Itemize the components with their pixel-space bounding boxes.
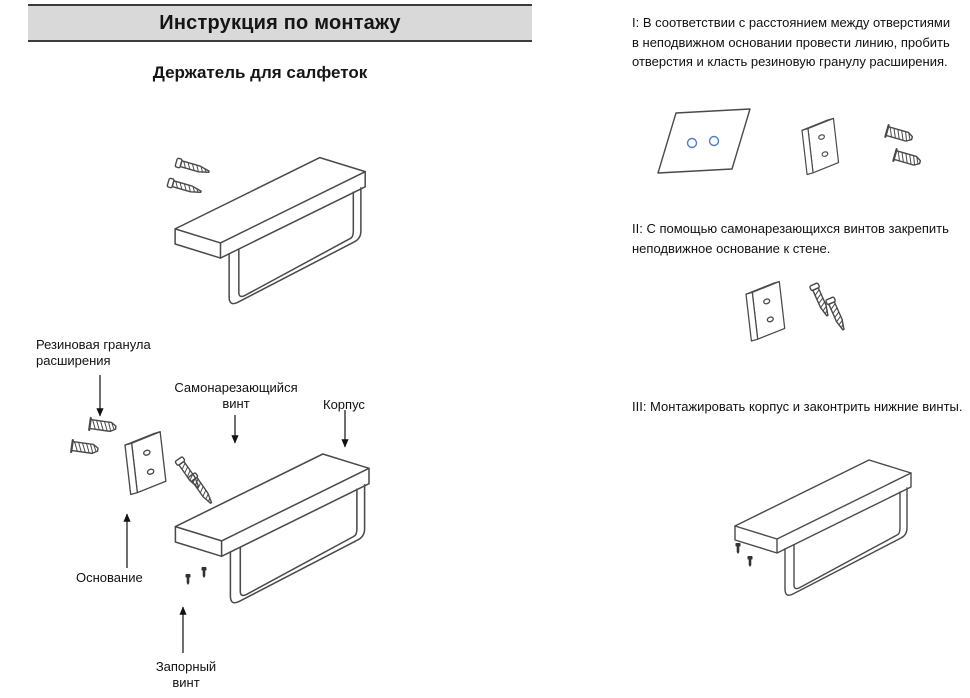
part-label-body: Корпус [323, 397, 365, 412]
part-label-dowel: Резиновая гранула расширения [36, 337, 151, 369]
hole-mark-icon [708, 135, 720, 147]
base-plate-icon [801, 117, 840, 176]
dowel-icon [884, 124, 915, 146]
screw-icon [187, 471, 216, 507]
dowel-icon [88, 416, 118, 435]
page-title: Инструкция по монтажу [159, 11, 401, 34]
lock-screw-icon [185, 574, 191, 585]
hole-mark-icon [686, 137, 698, 149]
base-plate-icon [124, 431, 167, 496]
screw-icon [824, 295, 849, 333]
header-bar: Инструкция по монтажу [28, 4, 532, 42]
step-3-drawing [734, 459, 912, 596]
wall-marking-icon [657, 108, 751, 174]
step-2-drawing [745, 280, 849, 342]
step-1-drawing [657, 108, 923, 176]
lock-screw-icon [201, 567, 207, 578]
screw-icon [808, 281, 833, 319]
napkin-holder-icon [174, 453, 370, 604]
dowel-icon [892, 148, 923, 170]
part-label-base: Основание [76, 570, 143, 585]
exploded-view-drawing [70, 375, 370, 653]
napkin-holder-icon [734, 459, 912, 596]
assembled-view-drawing [166, 156, 366, 305]
step-1-text: I: В соответствии с расстоянием между от… [632, 15, 951, 69]
screw-icon [174, 455, 203, 491]
screw-icon [174, 157, 211, 177]
step-3-text: III: Монтажировать корпус и законтрить н… [632, 399, 963, 414]
part-label-screw: Самонарезающийся винт [174, 380, 298, 412]
base-plate-icon [745, 280, 786, 342]
step-2-text: II: С помощью самонарезающихся винтов за… [632, 221, 949, 256]
screw-icon [166, 177, 203, 197]
part-label-lock-screw: Запорный винт [155, 659, 217, 691]
lock-screw-icon [735, 543, 741, 554]
dowel-icon [70, 438, 100, 457]
lock-screw-icon [747, 556, 753, 567]
napkin-holder-icon [174, 156, 366, 305]
product-title: Держатель для салфеток [152, 63, 368, 82]
